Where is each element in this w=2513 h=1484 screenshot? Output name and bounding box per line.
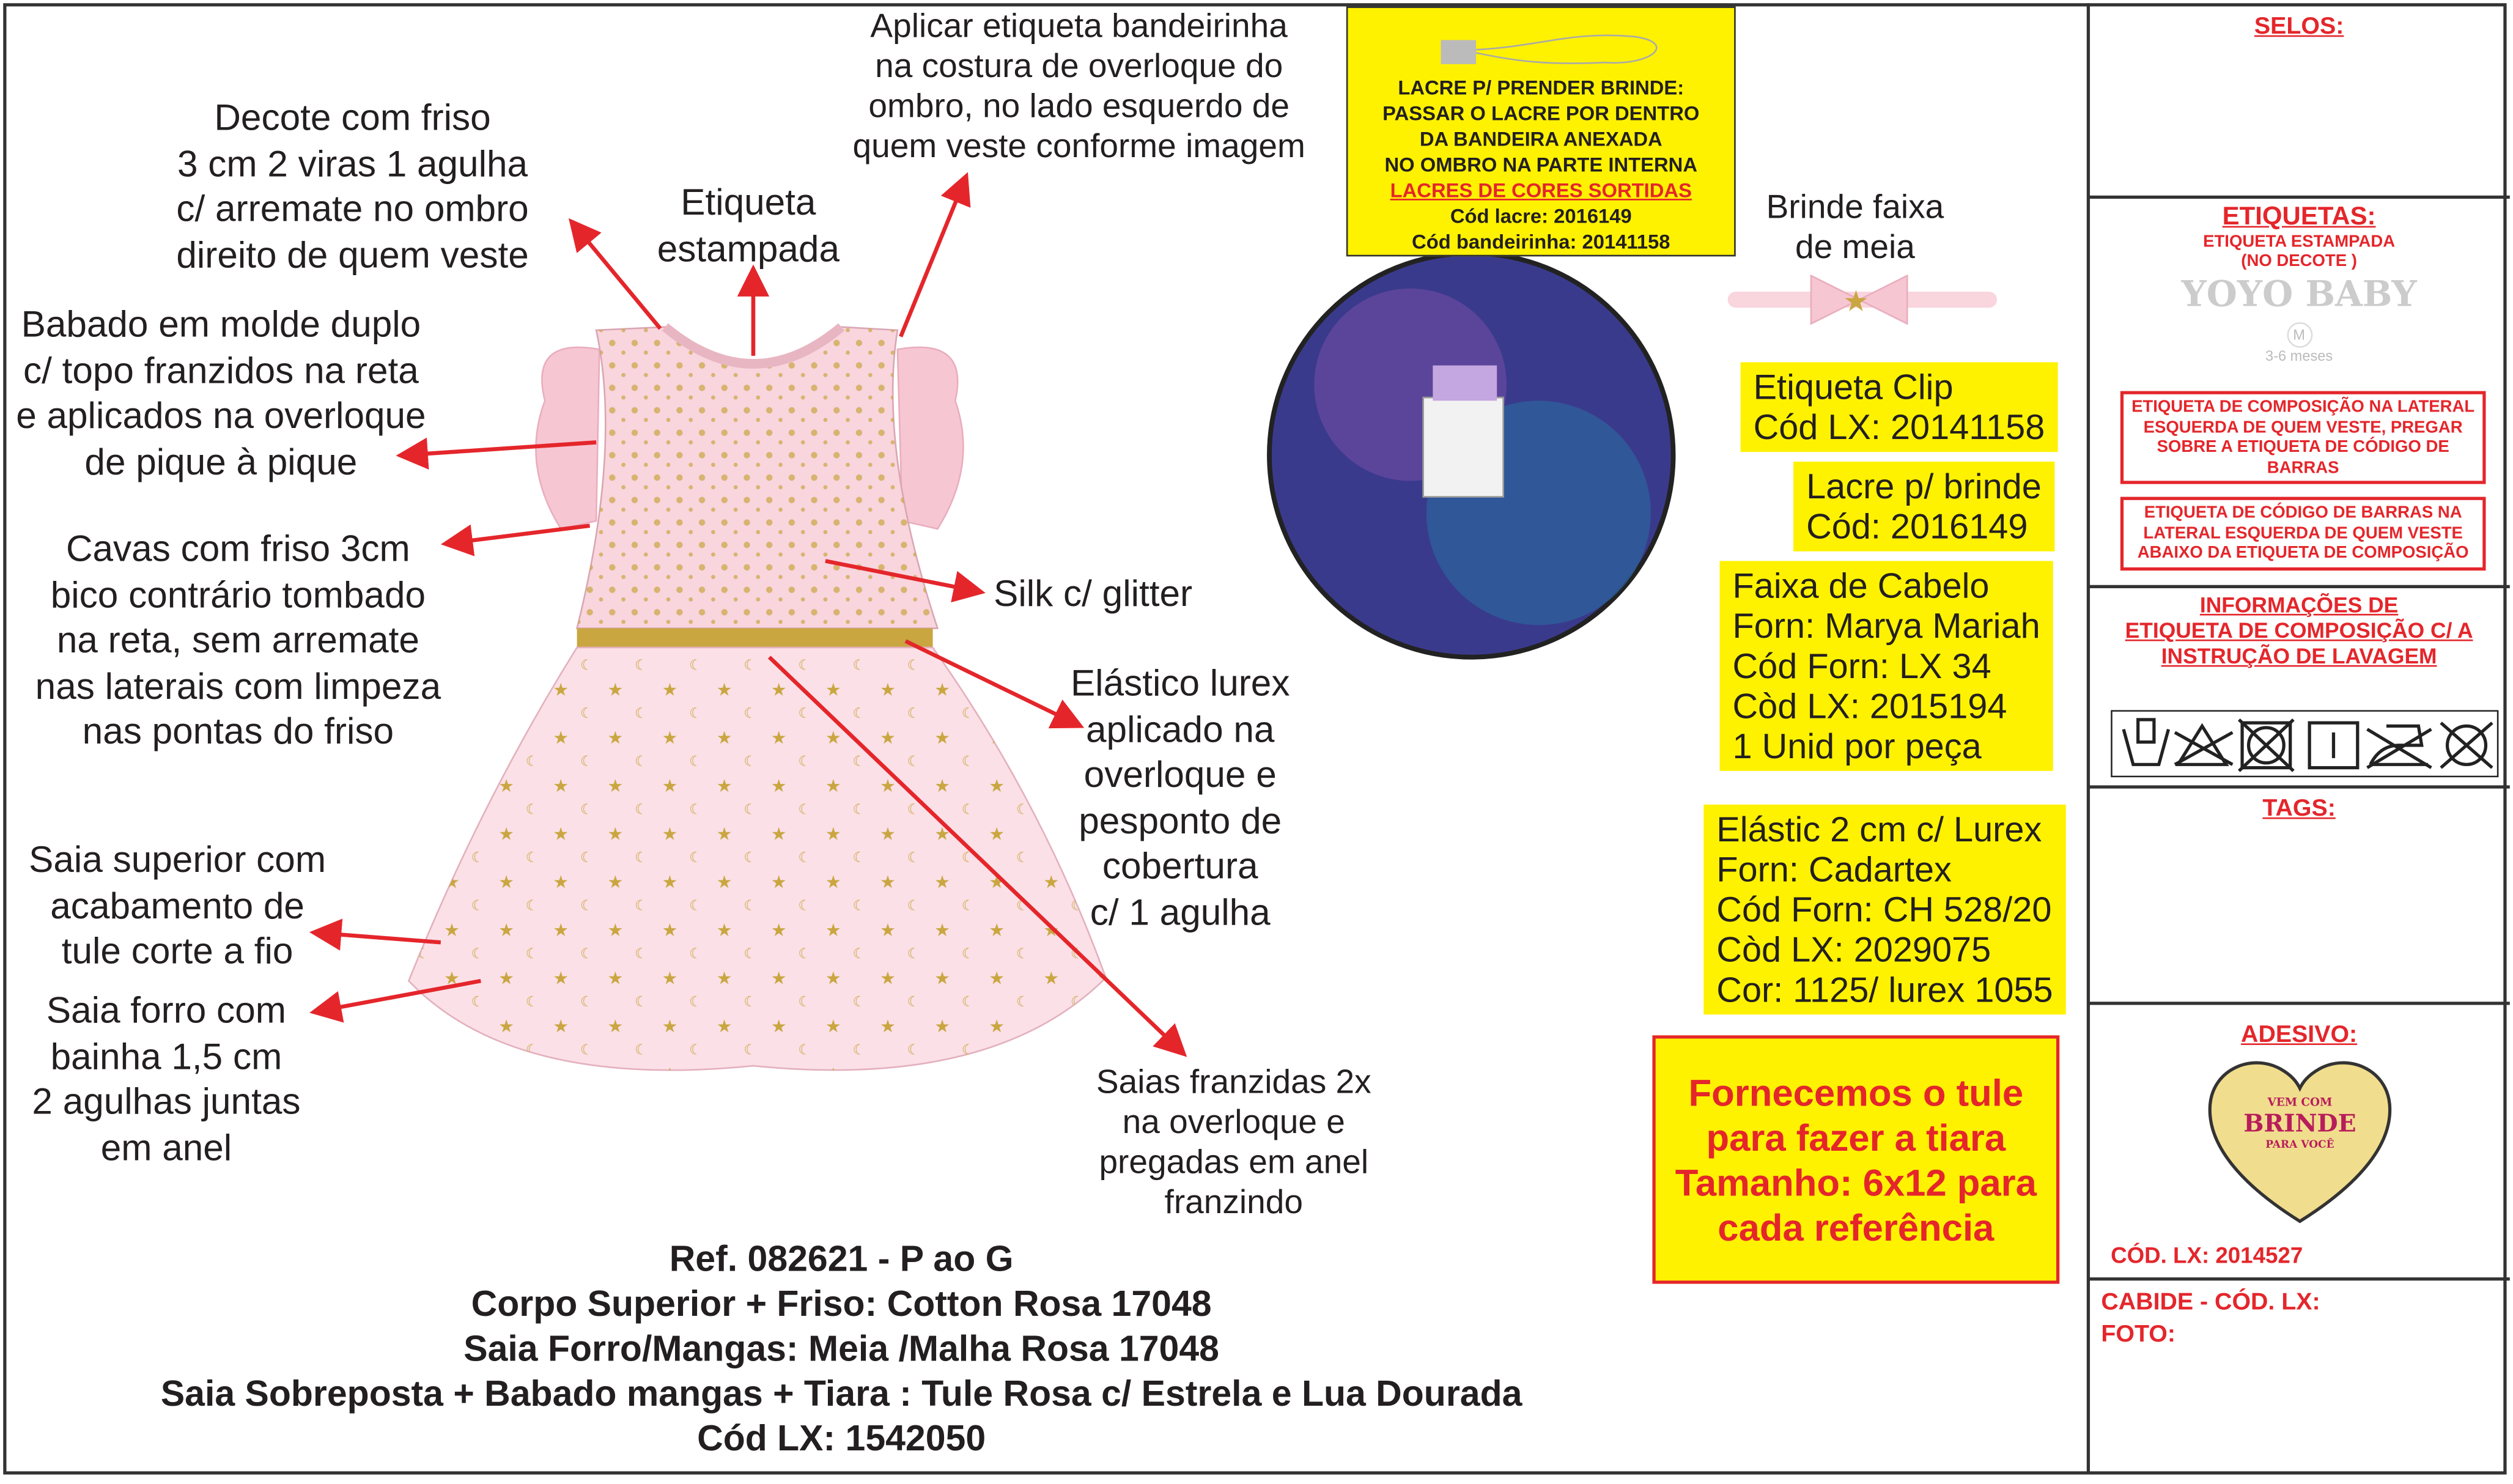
composicao-box: ETIQUETA DE COMPOSIÇÃO NA LATERAL ESQUER…	[2120, 391, 2486, 484]
section-selos: SELOS:	[2088, 3, 2509, 196]
selos-heading: SELOS:	[2254, 12, 2344, 40]
section-adesivo: ADESIVO: VEM COM BRINDE PARA VOCÊ CÓD. L…	[2088, 1002, 2510, 1277]
lacre-line: PASSAR O LACRE POR DENTRO	[1382, 102, 1700, 125]
label-etiqueta-clip: Etiqueta Clip Cód LX: 20141158	[1740, 362, 2058, 452]
label-faixa-cabelo: Faixa de Cabelo Forn: Marya Mariah Cód F…	[1719, 561, 2053, 771]
tule-notice: Fornecemos o tule para fazer a tiara Tam…	[1652, 1035, 2060, 1284]
sleeve-ruffle-left	[535, 346, 600, 530]
lurex-elastic-waist	[577, 628, 933, 648]
saia-forro-spec: Saia Forro/Mangas: Meia /Malha Rosa 1704…	[463, 1328, 1219, 1369]
corpo-spec: Corpo Superior + Friso: Cotton Rosa 1704…	[471, 1283, 1212, 1324]
heart-sticker	[2208, 1061, 2392, 1224]
note-saias-franzidas: Saias franzidas 2x na overloque e pregad…	[1096, 1064, 1371, 1222]
lacre-line: LACRE P/ PRENDER BRINDE:	[1398, 76, 1685, 100]
sticker-main: BRINDE	[2243, 1109, 2356, 1139]
note-elastico: Elástico lurex aplicado na overloque e p…	[1070, 662, 1290, 932]
tags-heading: TAGS:	[2262, 795, 2336, 822]
label-photo	[1267, 251, 1676, 660]
barras-box: ETIQUETA DE CÓDIGO DE BARRAS NA LATERAL …	[2120, 497, 2486, 570]
note-etiqueta-estampada: Etiqueta estampada	[657, 181, 840, 269]
size-badge: M	[2286, 322, 2312, 348]
note-brinde-faixa: Brinde faixa de meia	[1766, 189, 1944, 267]
note-decote: Decote com friso 3 cm 2 viras 1 agulha c…	[176, 96, 529, 275]
label-lacre-brinde: Lacre p/ brinde Cód: 2016149	[1793, 461, 2054, 552]
no-bleach-icon	[2174, 723, 2234, 766]
lacre-cores-sortidas: LACRES DE CORES SORTIDAS	[1390, 179, 1692, 202]
sheet-frame	[3, 3, 2507, 1475]
section-tags: TAGS:	[2088, 785, 2510, 1002]
headband-gift: ★	[1727, 274, 1998, 325]
bandeirinha-cod: Cód bandeirinha: 20141158	[1412, 231, 1670, 254]
product-specs: Ref. 082621 - P ao G Corpo Superior + Fr…	[32, 1238, 1650, 1462]
sticker-bottom: PARA VOCÊ	[2265, 1138, 2334, 1151]
sticker-top: VEM COM	[2267, 1095, 2333, 1109]
note-silk: Silk c/ glitter	[994, 572, 1193, 614]
sleeve-ruffle-right	[896, 346, 964, 530]
note-babado: Babado em molde duplo c/ topo franzidos …	[16, 303, 426, 482]
saia-sobreposta-spec: Saia Sobreposta + Babado mangas + Tiara …	[160, 1373, 1522, 1414]
lacre-cod: Cód lacre: 2016149	[1450, 205, 1632, 228]
size-range: 3-6 meses	[2265, 347, 2333, 364]
section-etiquetas: ETIQUETAS: ETIQUETA ESTAMPADA (NO DECOTE…	[2088, 195, 2510, 585]
no-iron-icon	[2366, 724, 2432, 769]
hand-wash-icon	[2122, 718, 2171, 766]
brand-logo: YOYO BABY	[2181, 274, 2417, 316]
divider	[2086, 3, 2090, 1475]
line-dry-icon	[2308, 721, 2360, 770]
lacre-instruction-box: LACRE P/ PRENDER BRINDE: PASSAR O LACRE …	[1346, 6, 1736, 257]
care-symbols	[2111, 710, 2499, 778]
foto-label: FOTO:	[2101, 1320, 2175, 1348]
etiquetas-heading: ETIQUETAS:	[2222, 203, 2376, 231]
adesivo-heading: ADESIVO:	[2241, 1021, 2358, 1049]
svg-text:★: ★	[1843, 285, 1869, 317]
seal-tag-icon	[1441, 40, 1477, 64]
seal-loop-icon	[1476, 34, 1658, 64]
note-bandeirinha: Aplicar etiqueta bandeirinha na costura …	[852, 8, 1305, 165]
label-elastic: Elástic 2 cm c/ Lurex Forn: Cadartex Cód…	[1703, 804, 2066, 1015]
no-tumble-dry-icon	[2238, 718, 2295, 772]
etiqueta-estampada-note: ETIQUETA ESTAMPADA (NO DECOTE )	[2203, 232, 2396, 271]
note-saia-forro: Saia forro com bainha 1,5 cm 2 agulhas j…	[32, 989, 301, 1168]
lacre-line: DA BANDEIRA ANEXADA	[1419, 128, 1662, 151]
note-saia-superior: Saia superior com acabamento de tule cor…	[29, 838, 327, 972]
section-informacoes: INFORMAÇÕES DE ETIQUETA DE COMPOSIÇÃO C/…	[2088, 585, 2510, 786]
cabide-label: CABIDE - CÓD. LX:	[2101, 1288, 2320, 1316]
informacoes-heading: INFORMAÇÕES DE ETIQUETA DE COMPOSIÇÃO C/…	[2125, 592, 2473, 669]
lacre-line: NO OMBRO NA PARTE INTERNA	[1384, 153, 1698, 177]
section-cabide: CABIDE - CÓD. LX: FOTO:	[2088, 1277, 2510, 1474]
note-cavas: Cavas com friso 3cm bico contrário tomba…	[35, 527, 441, 752]
ref: Ref. 082621 - P ao G	[669, 1239, 1014, 1279]
no-dry-clean-icon	[2440, 722, 2493, 769]
adesivo-cod: CÓD. LX: 2014527	[2111, 1242, 2303, 1268]
cod-lx: Cód LX: 1542050	[697, 1418, 986, 1459]
